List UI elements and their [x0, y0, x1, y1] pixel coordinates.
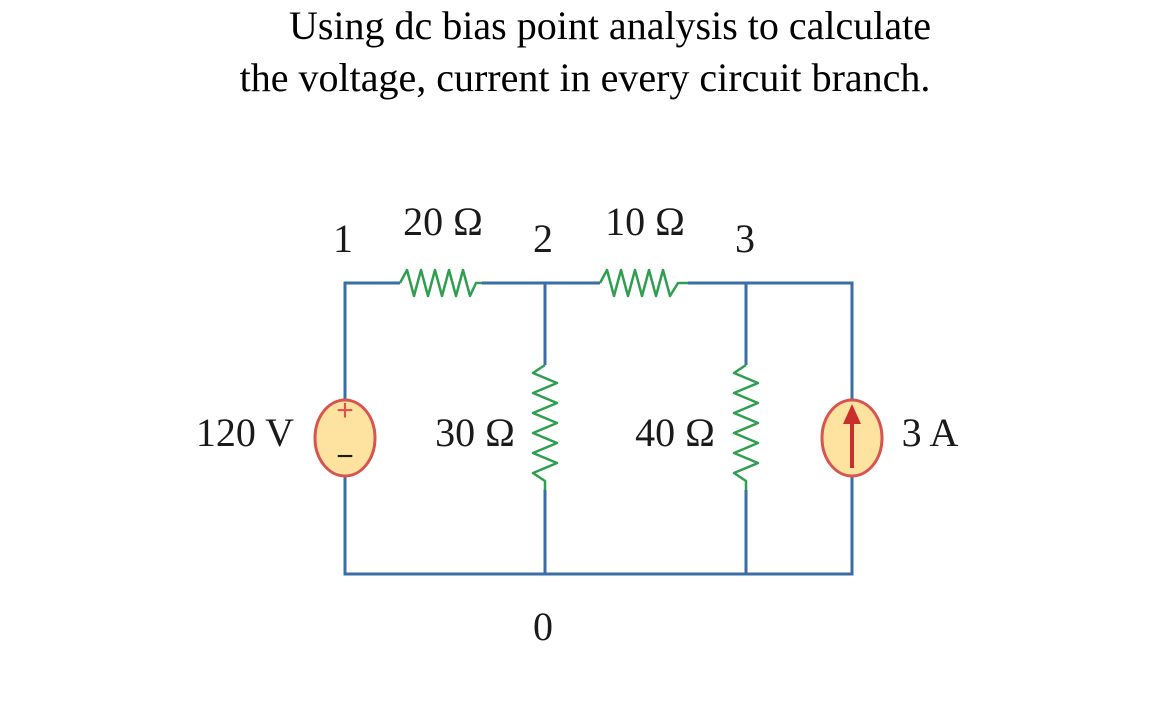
wire-top-left	[343, 281, 400, 400]
problem-statement-line-1: Using dc bias point analysis to calculat…	[288, 3, 932, 48]
resistor-label-20-ohm: 20 Ω	[403, 199, 483, 244]
voltage-source-plus: +	[336, 394, 354, 427]
voltage-source-label: 120 V	[196, 410, 294, 455]
wire-bottom	[343, 476, 854, 576]
resistor-40-ohm	[732, 363, 760, 490]
problem-statement-line-2: the voltage, current in every circuit br…	[239, 55, 931, 100]
wire-top-right	[688, 281, 854, 400]
voltage-source-120v: + −	[313, 394, 377, 478]
node-label-0: 0	[533, 604, 553, 649]
resistor-label-10-ohm: 10 Ω	[605, 199, 685, 244]
node-label-1: 1	[333, 216, 353, 261]
node-label-2: 2	[533, 216, 553, 261]
resistor-label-40-ohm: 40 Ω	[635, 410, 715, 455]
resistor-10-ohm	[598, 268, 688, 298]
resistor-30-ohm	[531, 363, 559, 490]
wires	[343, 281, 854, 576]
node-label-3: 3	[735, 216, 755, 261]
current-source-3a	[820, 398, 884, 478]
voltage-source-minus: −	[336, 440, 354, 473]
resistor-label-30-ohm: 30 Ω	[435, 410, 515, 455]
current-source-label: 3 A	[902, 410, 959, 455]
current-arrowhead-icon	[843, 404, 861, 424]
resistor-20-ohm	[398, 268, 482, 298]
problem-statement: Using dc bias point analysis to calculat…	[0, 0, 1170, 104]
